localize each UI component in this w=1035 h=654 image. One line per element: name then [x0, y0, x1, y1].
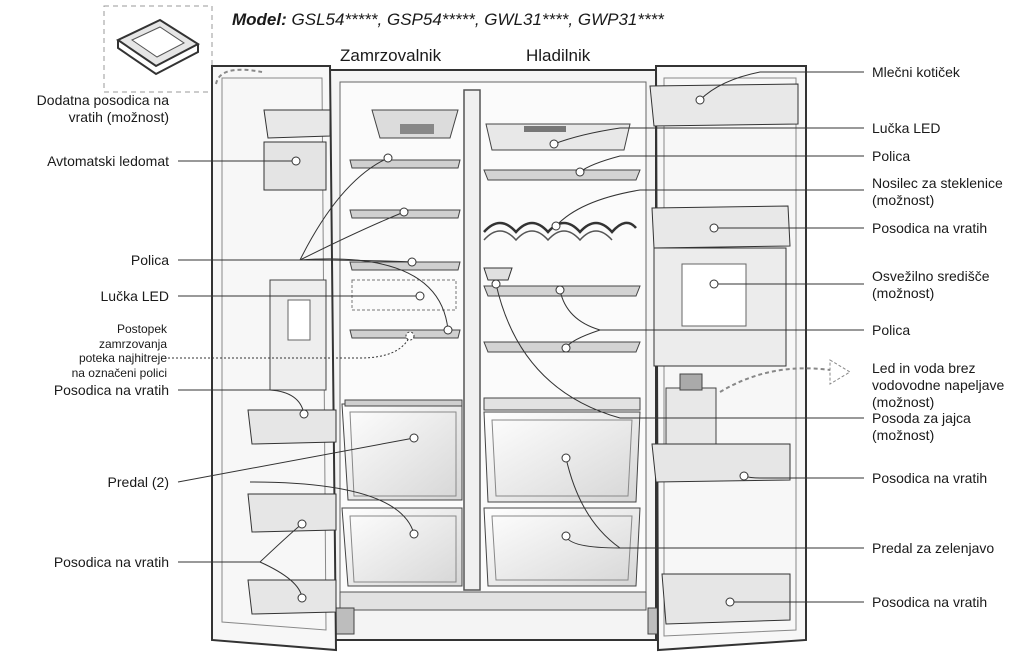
label-lucka-led-left: Lučka LED — [101, 288, 169, 305]
label-line: na označeni polici — [71, 365, 167, 380]
label-line: poteka najhitreje — [78, 351, 167, 365]
leader-lines-right — [491, 71, 864, 607]
label-posodica-left-2: Posodica na vratih — [54, 554, 169, 571]
label-line: vodovodne napeljave — [872, 377, 1005, 393]
label-line: Polica — [872, 322, 911, 338]
label-line: Posoda za jajca — [872, 410, 971, 426]
label-polica-left: Polica — [131, 252, 169, 269]
freezer-header: Zamrzovalnik — [340, 46, 442, 65]
label-osvezilno-sredisce: Osvežilno središče (možnost) — [872, 268, 990, 302]
label-predal: Predal (2) — [108, 474, 169, 491]
label-line: Postopek — [116, 322, 167, 336]
label-posodica-right-3: Posodica na vratih — [872, 594, 987, 611]
model-prefix: Model: — [232, 10, 287, 29]
label-line: Osvežilno središče — [872, 268, 990, 284]
label-led-in-voda: Led in voda brez vodovodne napeljave (mo… — [872, 360, 1004, 411]
label-line: (možnost) — [872, 394, 935, 410]
label-line: Lučka LED — [100, 288, 169, 304]
label-line: Led in voda brez — [872, 360, 976, 376]
label-posoda-jajca: Posoda za jajca (možnost) — [872, 410, 971, 444]
label-posodica-left-1: Posodica na vratih — [54, 382, 169, 399]
freezer-interior — [341, 109, 463, 587]
label-line: Nosilec za steklenice — [872, 175, 1003, 191]
fridge-door — [649, 65, 851, 652]
label-avtomatski-ledomat: Avtomatski ledomat — [47, 153, 169, 170]
extra-bin-inset — [103, 5, 213, 93]
label-line: Posodica na vratih — [53, 554, 169, 570]
label-line: Posodica na vratih — [872, 594, 988, 610]
label-line: Posodica na vratih — [872, 220, 988, 236]
label-posodica-right-1: Posodica na vratih — [872, 220, 987, 237]
label-line: (možnost) — [872, 192, 935, 208]
label-line: (možnost) — [872, 285, 935, 301]
label-line: Mlečni kotiček — [872, 64, 960, 80]
label-nosilec-steklenice: Nosilec za steklenice (možnost) — [872, 175, 1003, 209]
label-line: Predal za zelenjavo — [872, 540, 995, 556]
label-line: (možnost) — [872, 427, 935, 443]
label-line: vratih (možnost) — [68, 109, 169, 125]
label-line: Avtomatski ledomat — [47, 153, 169, 169]
label-postopek-zamrzovanja: Postopek zamrzovanja poteka najhitreje n… — [72, 322, 167, 380]
label-posodica-right-2: Posodica na vratih — [872, 470, 987, 487]
label-predal-zelenjavo: Predal za zelenjavo — [872, 540, 994, 557]
label-mlecni-koticek: Mlečni kotiček — [872, 64, 960, 81]
label-line: Posodica na vratih — [872, 470, 988, 486]
leader-lines-left — [168, 153, 453, 603]
label-line: Dodatna posodica na — [36, 92, 169, 108]
label-line: Polica — [130, 252, 169, 268]
label-line: Lučka LED — [872, 120, 941, 136]
fridge-header: Hladilnik — [526, 46, 591, 65]
label-dodatna-posodica: Dodatna posodica na vratih (možnost) — [37, 92, 169, 126]
label-line: Posodica na vratih — [53, 382, 169, 398]
label-line: Predal (2) — [107, 474, 169, 490]
model-list: GSL54*****, GSP54*****, GWL31****, GWP31… — [291, 10, 664, 29]
label-polica-right-1: Polica — [872, 148, 910, 165]
label-line: Polica — [872, 148, 911, 164]
label-polica-right-2: Polica — [872, 322, 910, 339]
label-lucka-led-right: Lučka LED — [872, 120, 940, 137]
model-title: Model: GSL54*****, GSP54*****, GWL31****… — [232, 10, 664, 30]
label-line: zamrzovanja — [98, 336, 167, 351]
